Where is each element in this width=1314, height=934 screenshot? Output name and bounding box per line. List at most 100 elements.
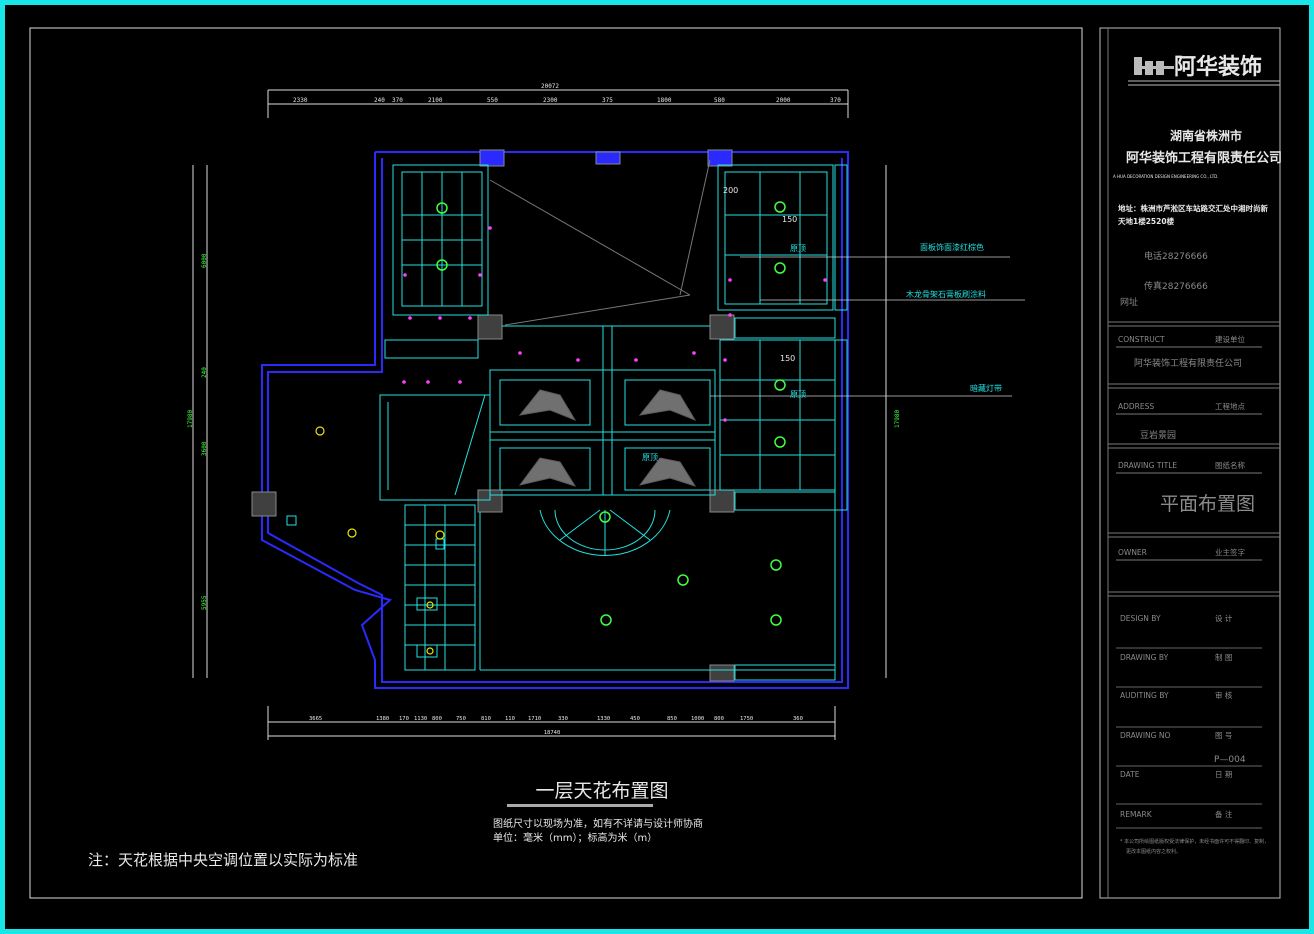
svg-text:5955: 5955 bbox=[201, 595, 208, 610]
svg-text:800: 800 bbox=[714, 716, 724, 722]
title-block-frame bbox=[1099, 27, 1281, 899]
svg-text:REMARK: REMARK bbox=[1120, 810, 1153, 819]
svg-text:450: 450 bbox=[630, 716, 640, 722]
columns bbox=[251, 149, 735, 682]
company-phone: 电话28276666 bbox=[1144, 250, 1208, 262]
svg-text:18740: 18740 bbox=[544, 730, 561, 736]
level-3: 200 bbox=[723, 186, 738, 195]
svg-text:图 号: 图 号 bbox=[1215, 731, 1232, 740]
svg-text:DRAWING BY: DRAWING BY bbox=[1120, 653, 1169, 662]
svg-text:日 期: 日 期 bbox=[1215, 770, 1232, 779]
svg-text:工程地点: 工程地点 bbox=[1215, 401, 1245, 411]
svg-text:2300: 2300 bbox=[543, 97, 558, 104]
relief-panels bbox=[518, 389, 697, 487]
svg-text:建设单位: 建设单位 bbox=[1215, 334, 1245, 344]
svg-text:DRAWING TITLE: DRAWING TITLE bbox=[1118, 461, 1177, 470]
dimension-texts-top: 20072 2330 240 370 2100 550 2300 375 180… bbox=[293, 83, 841, 104]
company-english: A HUA DECORATION DESIGN ENGINEERING CO.,… bbox=[1113, 174, 1219, 179]
ceiling-label-3: 原顶 bbox=[642, 453, 658, 462]
callout-lightstrip: 暗藏灯带 bbox=[970, 383, 1002, 393]
svg-text:2330: 2330 bbox=[293, 97, 308, 104]
svg-text:370: 370 bbox=[830, 97, 841, 104]
svg-text:AUDITING BY: AUDITING BY bbox=[1120, 691, 1169, 700]
footnote-1: * 本公司所绘图纸版权受法律保护，未经书面许可不得翻印、复制， bbox=[1120, 838, 1269, 845]
drawing-title: 一层天花布置图 bbox=[535, 780, 668, 802]
svg-text:1000: 1000 bbox=[691, 716, 704, 722]
svg-text:审 核: 审 核 bbox=[1215, 690, 1233, 700]
svg-text:240: 240 bbox=[374, 97, 385, 104]
svg-text:370: 370 bbox=[392, 97, 403, 104]
ceiling-label-1: 原顶 bbox=[790, 244, 806, 253]
svg-text:580: 580 bbox=[714, 97, 725, 104]
note-line-1: 图纸尺寸以现场为准，如有不详请与设计师协商 bbox=[493, 817, 703, 830]
svg-text:240: 240 bbox=[201, 367, 208, 378]
svg-text:业主签字: 业主签字 bbox=[1215, 547, 1245, 557]
svg-text:1710: 1710 bbox=[528, 716, 541, 722]
dimension-texts-bottom: 18740 3665 1380 170 1130 800 750 810 110… bbox=[309, 716, 803, 736]
svg-text:平面布置图: 平面布置图 bbox=[1160, 493, 1255, 515]
company-region: 湖南省株洲市 bbox=[1170, 128, 1242, 143]
spot-lights bbox=[315, 426, 445, 655]
level-2: 150 bbox=[780, 354, 795, 363]
svg-text:17980: 17980 bbox=[894, 410, 901, 428]
svg-text:810: 810 bbox=[481, 716, 491, 722]
sign-rows: DESIGN BY 设 计 DRAWING BY 制 图 AUDITING BY… bbox=[1120, 613, 1246, 819]
title-underline bbox=[507, 804, 653, 807]
svg-text:330: 330 bbox=[558, 716, 568, 722]
callouts: 面板饰面漆红棕色 木龙骨架石膏板刷涂料 暗藏灯带 原顶 原顶 原顶 150 15… bbox=[642, 186, 1025, 462]
ceiling-remark: 注：天花根据中央空调位置以实际为标准 bbox=[88, 851, 358, 869]
callout-panel: 面板饰面漆红棕色 bbox=[920, 242, 984, 252]
svg-text:阿华装饰工程有限责任公司: 阿华装饰工程有限责任公司 bbox=[1134, 357, 1242, 369]
svg-text:DATE: DATE bbox=[1120, 770, 1140, 779]
note-line-2: 单位：毫米（mm）；标高为米（m） bbox=[493, 831, 657, 844]
svg-text:1750: 1750 bbox=[740, 716, 753, 722]
cad-drawing: 20072 2330 240 370 2100 550 2300 375 180… bbox=[29, 27, 1282, 899]
svg-text:图纸名称: 图纸名称 bbox=[1215, 460, 1245, 470]
svg-text:550: 550 bbox=[487, 97, 498, 104]
svg-text:800: 800 bbox=[432, 716, 442, 722]
svg-text:6000: 6000 bbox=[201, 253, 208, 268]
svg-text:2100: 2100 bbox=[428, 97, 443, 104]
company-website: 网址 bbox=[1120, 296, 1138, 308]
svg-text:设 计: 设 计 bbox=[1215, 613, 1233, 623]
svg-text:阿华装饰: 阿华装饰 bbox=[1174, 54, 1262, 80]
svg-text:1130: 1130 bbox=[414, 716, 427, 722]
svg-text:1330: 1330 bbox=[597, 716, 610, 722]
svg-text:豆岩景园: 豆岩景园 bbox=[1140, 429, 1176, 441]
company-address-1: 地址：株洲市芦淞区车站路交汇处中湘时尚新 bbox=[1118, 203, 1268, 213]
level-1: 150 bbox=[782, 215, 797, 224]
svg-text:850: 850 bbox=[667, 716, 677, 722]
ceiling-label-2: 原顶 bbox=[790, 390, 806, 399]
outer-walls bbox=[261, 151, 849, 689]
company-logo: 阿华装饰 bbox=[1128, 54, 1280, 86]
svg-text:P—004: P—004 bbox=[1214, 755, 1246, 765]
svg-text:ADDRESS: ADDRESS bbox=[1118, 402, 1154, 411]
company-address-2: 天地1楼2520楼 bbox=[1118, 216, 1175, 226]
info-rows: CONSTRUCT 建设单位 阿华装饰工程有限责任公司 ADDRESS 工程地点… bbox=[1118, 334, 1255, 557]
callout-gypsum: 木龙骨架石膏板刷涂料 bbox=[906, 289, 986, 299]
company-name: 阿华装饰工程有限责任公司 bbox=[1126, 150, 1282, 166]
svg-text:20072: 20072 bbox=[541, 83, 559, 90]
footnote-2: 更改本图纸内容之权利。 bbox=[1126, 848, 1181, 855]
svg-text:1380: 1380 bbox=[376, 716, 389, 722]
svg-text:DRAWING NO: DRAWING NO bbox=[1120, 731, 1170, 740]
svg-text:3665: 3665 bbox=[309, 716, 322, 722]
drawing-frame bbox=[29, 27, 1083, 899]
svg-text:OWNER: OWNER bbox=[1118, 548, 1147, 557]
svg-text:2000: 2000 bbox=[776, 97, 791, 104]
dimension-texts-left: 6000 3600 5955 240 17980 17980 bbox=[187, 253, 901, 610]
company-fax: 传真28276666 bbox=[1144, 280, 1208, 292]
svg-text:备 注: 备 注 bbox=[1215, 809, 1233, 819]
svg-text:170: 170 bbox=[399, 716, 409, 722]
svg-text:750: 750 bbox=[456, 716, 466, 722]
title-block: 阿华装饰 湖南省株洲市 阿华装饰工程有限责任公司 A HUA DECORATIO… bbox=[1108, 54, 1282, 855]
svg-text:3600: 3600 bbox=[201, 441, 208, 456]
dimension-lines bbox=[192, 89, 887, 740]
svg-text:110: 110 bbox=[505, 716, 515, 722]
light-fixtures bbox=[436, 201, 786, 626]
down-lights bbox=[402, 226, 827, 422]
svg-text:1800: 1800 bbox=[657, 97, 672, 104]
svg-text:CONSTRUCT: CONSTRUCT bbox=[1118, 335, 1165, 344]
guide-lines bbox=[489, 159, 711, 326]
